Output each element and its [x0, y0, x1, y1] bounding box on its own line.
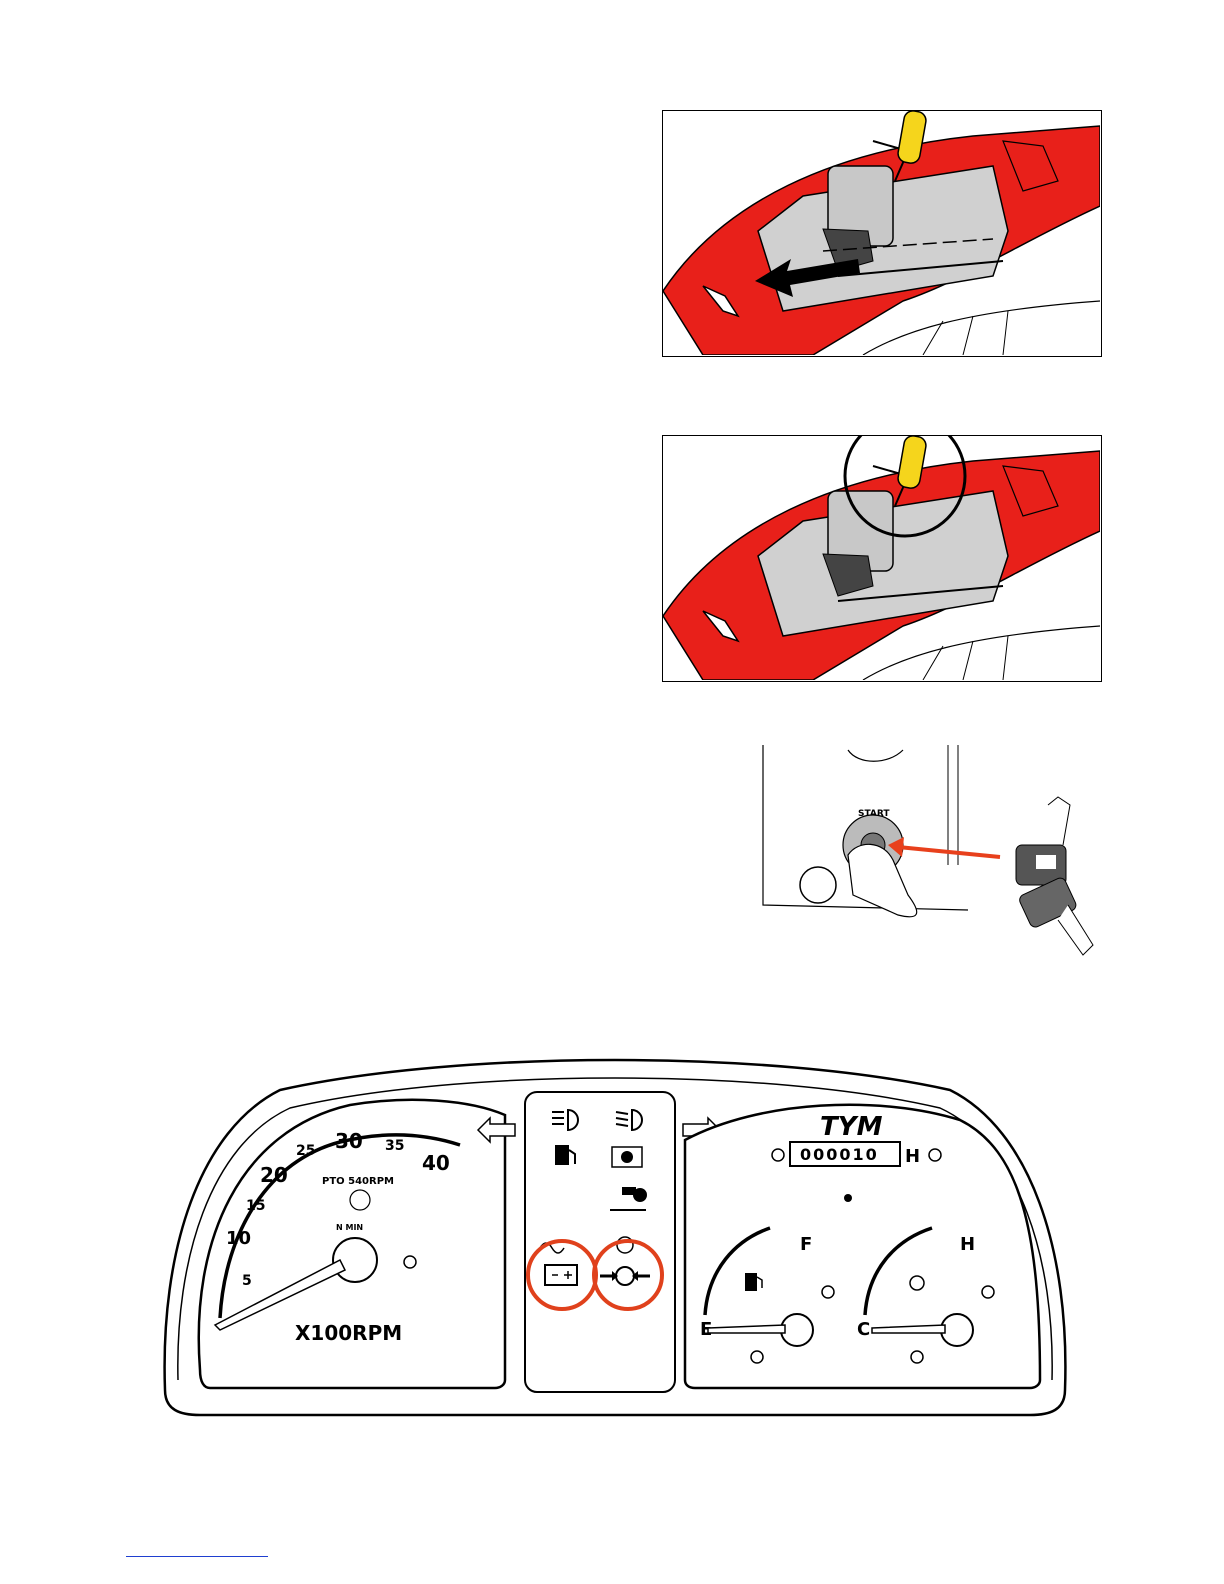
tach-unit-label: X100RPM	[295, 1321, 402, 1345]
hour-meter-unit: H	[905, 1146, 920, 1167]
tach-label-35: 35	[385, 1138, 404, 1154]
hour-meter-digits: 000010	[800, 1145, 879, 1164]
fender-illustration-1	[663, 111, 1100, 355]
pto-label: PTO 540RPM	[322, 1176, 394, 1187]
tach-label-30: 30	[335, 1129, 363, 1153]
fender-illustration-2	[663, 436, 1100, 680]
ignition-key-figure: START	[758, 745, 1106, 967]
fuel-full-label: F	[800, 1234, 812, 1255]
footer-rule	[126, 1556, 268, 1557]
temp-cold-label: C	[857, 1319, 870, 1340]
right-gauge-cluster: TYM 000010 H E F C H	[685, 1105, 1040, 1388]
tach-label-40: 40	[422, 1151, 450, 1175]
tach-label-25: 25	[296, 1143, 315, 1159]
tach-label-15: 15	[246, 1198, 265, 1214]
instrument-cluster-figure: 5 10 15 20 25 30 35 40 PTO 540RPM N MIN …	[160, 1050, 1070, 1420]
hand	[848, 844, 917, 916]
brand-logo: TYM	[820, 1112, 883, 1142]
warning-lamp-panel	[525, 1092, 675, 1392]
temp-hot-label: H	[960, 1234, 975, 1255]
tach-label-5: 5	[242, 1273, 252, 1289]
fender-lever-figure-1	[662, 110, 1102, 357]
n-min-label: N MIN	[336, 1223, 363, 1232]
fender-lever-figure-2	[662, 435, 1102, 682]
tach-label-10: 10	[226, 1228, 251, 1249]
tach-label-20: 20	[260, 1163, 288, 1187]
